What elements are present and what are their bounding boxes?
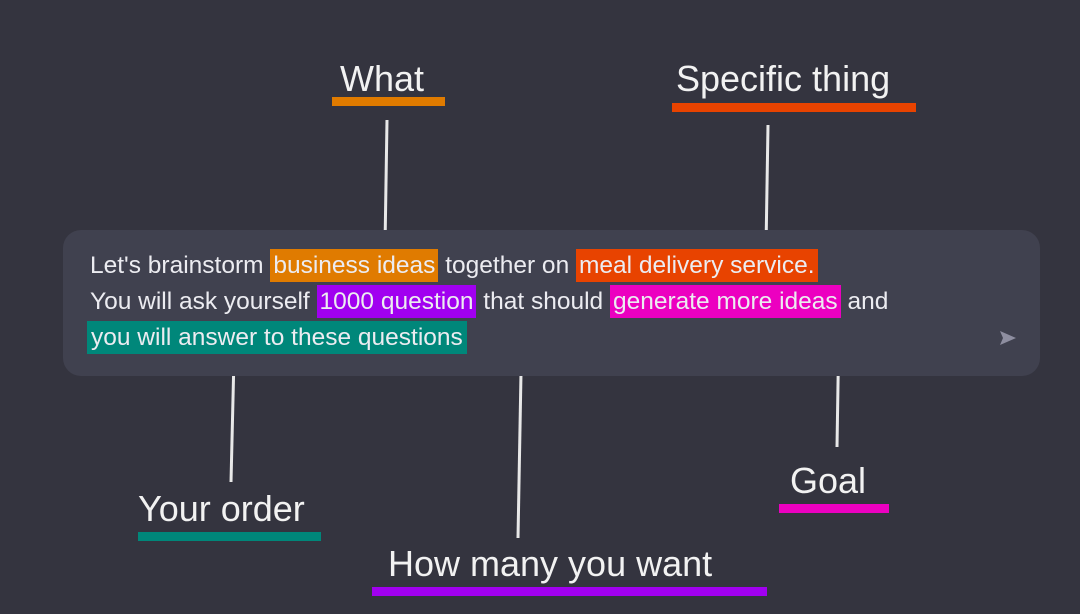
highlight-how-many: 1000 question [316,285,477,318]
highlight-your-order: you will answer to these questions [87,321,467,354]
underline-how-many-you-want [372,587,767,596]
underline-goal [779,504,889,513]
highlight-specific-thing: meal delivery service. [576,249,818,282]
highlight-what: business ideas [270,249,439,282]
connector-order [229,356,236,483]
underline-your-order [138,532,321,541]
prompt-text: Let's brainstorm [90,252,271,279]
label-specific-thing: Specific thing [676,58,891,99]
label-how-many-you-want: How many you want [388,543,713,584]
prompt-text: You will ask yourself [90,288,317,315]
prompt-line-2: You will ask yourself 1000 question that… [90,284,888,320]
prompt-line-1: Let's brainstorm business ideas together… [90,248,818,284]
send-icon[interactable] [998,328,1018,348]
connector-what [383,119,389,247]
label-your-order: Your order [138,488,305,529]
prompt-text: and [840,288,889,315]
prompt-text: together on [438,252,576,279]
label-goal: Goal [790,460,867,501]
underline-specific-thing [672,103,916,112]
connector-specific [764,124,770,249]
highlight-goal: generate more ideas [609,285,841,318]
label-what: What [340,58,425,99]
prompt-line-3: you will answer to these questions [87,320,467,356]
underline-what [332,97,445,106]
prompt-text: that should [476,288,610,315]
